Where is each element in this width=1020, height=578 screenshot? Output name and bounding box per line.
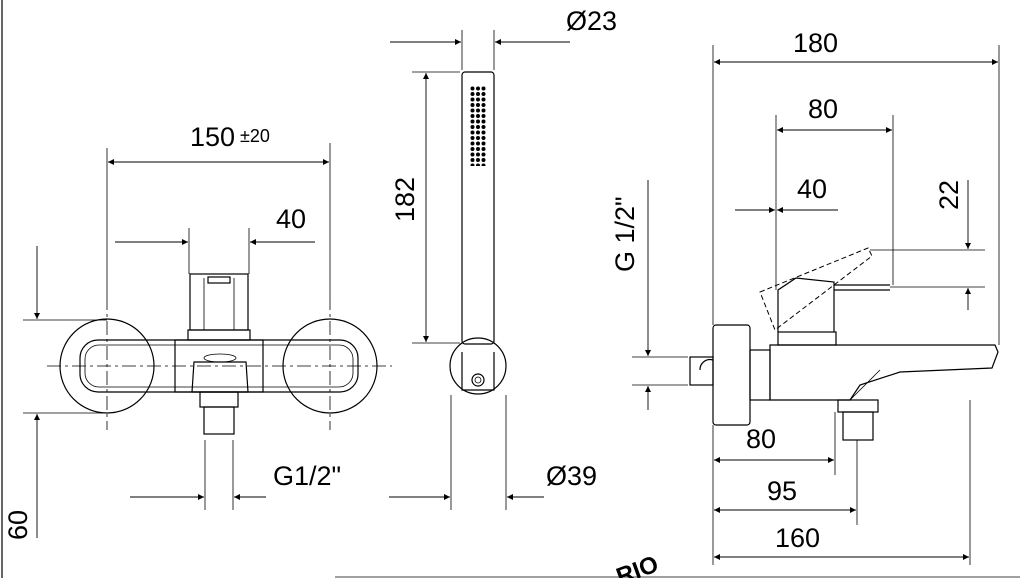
side-view bbox=[689, 247, 999, 441]
hand-shower-view bbox=[449, 71, 507, 395]
dim-front-inlet: G1/2" bbox=[273, 461, 341, 491]
dim-side-body-95: 95 bbox=[767, 476, 797, 506]
title-block-fragment: RIO bbox=[613, 551, 662, 578]
dim-front-tolerance: ±20 bbox=[240, 126, 270, 146]
dim-side-body-160: 160 bbox=[775, 523, 820, 553]
shower-nozzles bbox=[470, 86, 486, 166]
dim-side-body-80: 80 bbox=[746, 424, 776, 454]
dim-shower-diameter-top: Ø23 bbox=[566, 6, 617, 36]
side-dimensions: 180 80 40 22 G 1/2" 80 95 160 bbox=[610, 28, 1000, 565]
dim-side-inlet: G 1/2" bbox=[610, 196, 640, 272]
shower-dimensions: Ø23 182 Ø39 bbox=[389, 6, 617, 510]
dim-side-handle-depth: 80 bbox=[808, 94, 838, 124]
dim-side-total-depth: 180 bbox=[793, 28, 838, 58]
dim-side-lever-offset: 40 bbox=[797, 174, 827, 204]
dim-shower-length: 182 bbox=[390, 177, 420, 222]
dim-side-lever-height: 22 bbox=[934, 180, 964, 210]
front-view bbox=[47, 273, 392, 435]
dim-front-width: 150 bbox=[190, 122, 235, 152]
dim-front-height: 60 bbox=[3, 510, 33, 540]
dim-front-handle-width: 40 bbox=[276, 204, 306, 234]
front-dimensions: 150 ±20 40 G1/2" 60 bbox=[3, 122, 341, 540]
dim-shower-holder-diameter: Ø39 bbox=[546, 461, 597, 491]
